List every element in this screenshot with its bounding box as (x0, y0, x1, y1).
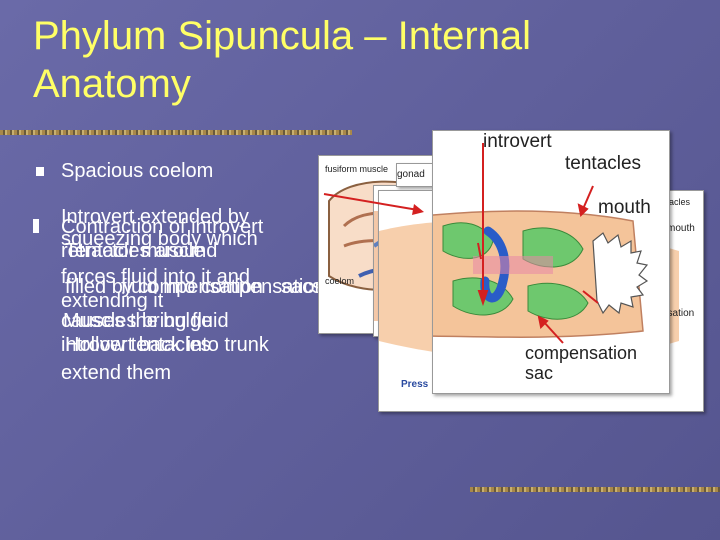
label-coelom: coelom (325, 276, 355, 286)
text-line: Tentacles around (65, 240, 218, 262)
label-compensation-small: nsation (662, 308, 695, 319)
bullet-square-icon (36, 167, 44, 176)
text-line: Introvert extended by (61, 206, 249, 228)
slide-title: Phylum Sipuncula – Internal Anatomy (33, 14, 532, 106)
title-divider (0, 130, 352, 135)
text-line: filled by compensation (65, 276, 263, 298)
text-line: introvert back into trunk (61, 334, 269, 356)
text-line: Muscles bring fluid (63, 310, 229, 332)
bullet-text: Spacious coelom (61, 160, 214, 182)
label-introvert: introvert (483, 131, 552, 152)
text-line: extending it (61, 290, 164, 312)
label-tentacles: tentacles (565, 153, 642, 174)
diagram-panel-gonad: gonad (396, 163, 438, 187)
label-mouth: mouth (598, 197, 651, 218)
label-tentacles-small: tentacles (654, 197, 691, 207)
text-line: causes the bulge (61, 310, 213, 332)
label-fusiform-muscle: fusiform muscle (325, 164, 389, 174)
text-line: Hollow tentacles (65, 334, 211, 356)
red-arrow (323, 193, 424, 215)
bottom-divider (470, 487, 720, 492)
label-mouth-small: mouth (667, 223, 695, 234)
text-line: extend them (61, 362, 172, 384)
label-compensation-sac: compensation sac (525, 343, 638, 383)
worm-cross-section (433, 143, 649, 344)
text-line: forces fluid into it and (61, 266, 250, 288)
diagram-panel-front: introvert tentacles mouth compensation s… (432, 130, 670, 394)
text-line: retractor muscle (61, 240, 205, 262)
bullet-square-icon (33, 219, 39, 233)
label-press: Press (401, 379, 429, 390)
text-line: Contraction of introvert (61, 216, 264, 238)
text-line: sacs (281, 276, 323, 298)
text-line: fluid into compensation sac (121, 276, 363, 298)
label-gonad: gonad (397, 169, 425, 180)
text-line: squeezing body which (61, 228, 258, 250)
